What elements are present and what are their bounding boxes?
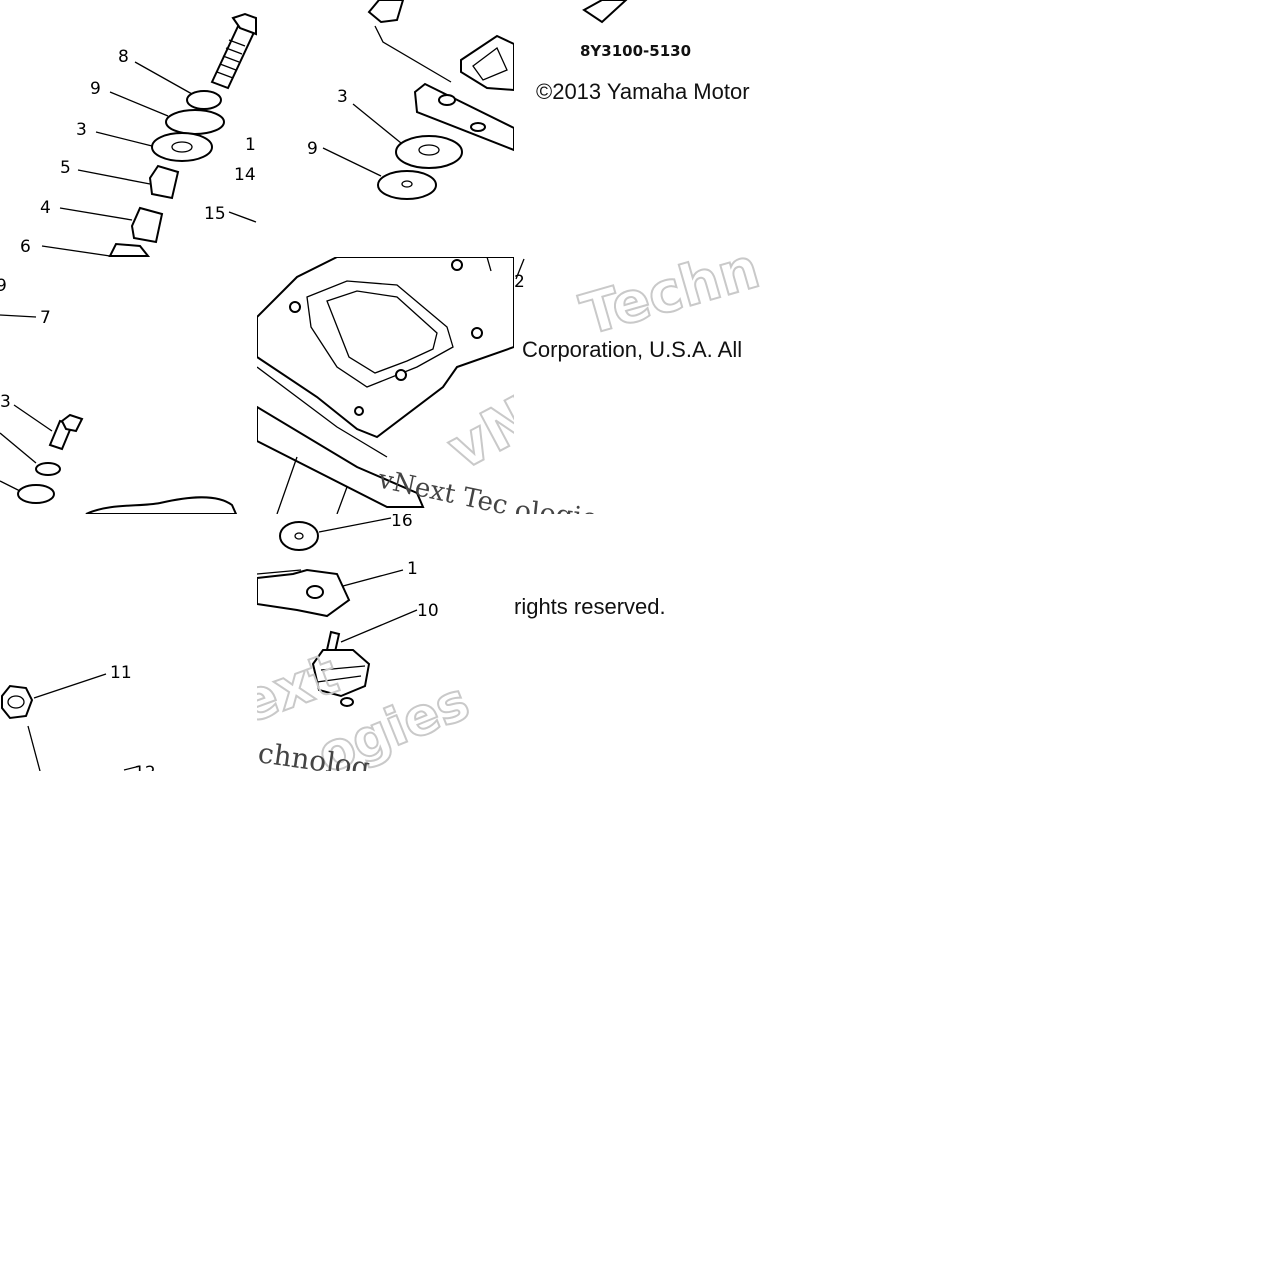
diagram-tile-nut: 11 12 — [0, 514, 257, 771]
diagram-tile-damper: 16 1 10 ext ogies chnolog — [257, 514, 514, 771]
washer-drawing — [279, 521, 319, 551]
bracket-drawing — [460, 34, 514, 92]
callout-label: 15 — [204, 204, 226, 224]
diagram-tile-copyright-3: rights reserved. — [514, 514, 771, 771]
callout-label: 3 — [76, 120, 87, 140]
rubber-mount-drawing — [367, 0, 405, 24]
diagram-tile-bracket: 3 9 — [257, 0, 514, 257]
callout-label: 10 — [417, 601, 439, 621]
diagram-tile-hardware-stack: 8 9 3 5 4 6 1: 14. 15 — [0, 0, 257, 257]
collar-drawing — [108, 242, 151, 257]
mount-plate-drawing — [257, 257, 514, 439]
damper-drawing — [311, 630, 371, 707]
copyright-text: ©2013 Yamaha Motor — [536, 79, 750, 104]
nut-drawing — [0, 684, 34, 720]
bolt-drawing — [48, 413, 84, 451]
callout-label: 5 — [60, 158, 71, 178]
callout-label: 3 — [337, 87, 348, 107]
copyright-text: Corporation, U.S.A. All — [522, 337, 742, 362]
part-code: 8Y3100-5130 — [580, 42, 691, 60]
callout-label: 9 — [0, 276, 7, 296]
watermark-text: vNe — [437, 364, 514, 483]
callout-label: 1 — [407, 559, 418, 579]
callout-label: 2 — [514, 272, 525, 292]
collar-drawing — [148, 164, 180, 200]
callout-label: 9 — [307, 139, 318, 159]
diagram-tile-copyright-1: 8Y3100-5130 ©2013 Yamaha Motor — [514, 0, 771, 257]
diagram-tile-mount-plate: vNe vNext Tec — [257, 257, 514, 514]
front-arrow-drawing — [582, 0, 628, 24]
callout-label: 1: — [245, 135, 257, 155]
callout-label: 3 — [0, 392, 11, 412]
callout-label: 4 — [40, 198, 51, 218]
callout-label: 14. — [234, 165, 257, 185]
diagram-tile-small-bolt: 9 7 3 — [0, 257, 257, 514]
collar-drawing — [130, 206, 164, 244]
washer-drawing — [186, 90, 222, 110]
watermark-text: ologies — [514, 495, 613, 514]
bracket-drawing — [257, 568, 351, 618]
bolt-drawing — [210, 12, 257, 90]
washer-drawing — [377, 170, 437, 200]
washer-drawing — [165, 109, 225, 135]
frame-rail-drawing — [257, 405, 425, 508]
callout-label: 9 — [90, 79, 101, 99]
washer-drawing — [17, 484, 55, 504]
washer-drawing — [35, 462, 61, 476]
callout-label: 7 — [40, 308, 51, 328]
rubber-mount-drawing — [151, 132, 213, 162]
callout-label: 8 — [118, 47, 129, 67]
callout-label: 11 — [110, 663, 132, 683]
callout-label: 16 — [391, 514, 413, 531]
watermark-text: Techn — [574, 257, 767, 348]
callout-label: 12 — [134, 763, 156, 771]
callout-label: 6 — [20, 237, 31, 257]
copyright-text: rights reserved. — [514, 594, 666, 619]
bracket-drawing — [85, 496, 238, 514]
rubber-mount-drawing — [395, 135, 463, 169]
diagram-tile-copyright-2: 2 Techn Corporation, U.S.A. All ologies — [514, 257, 771, 514]
